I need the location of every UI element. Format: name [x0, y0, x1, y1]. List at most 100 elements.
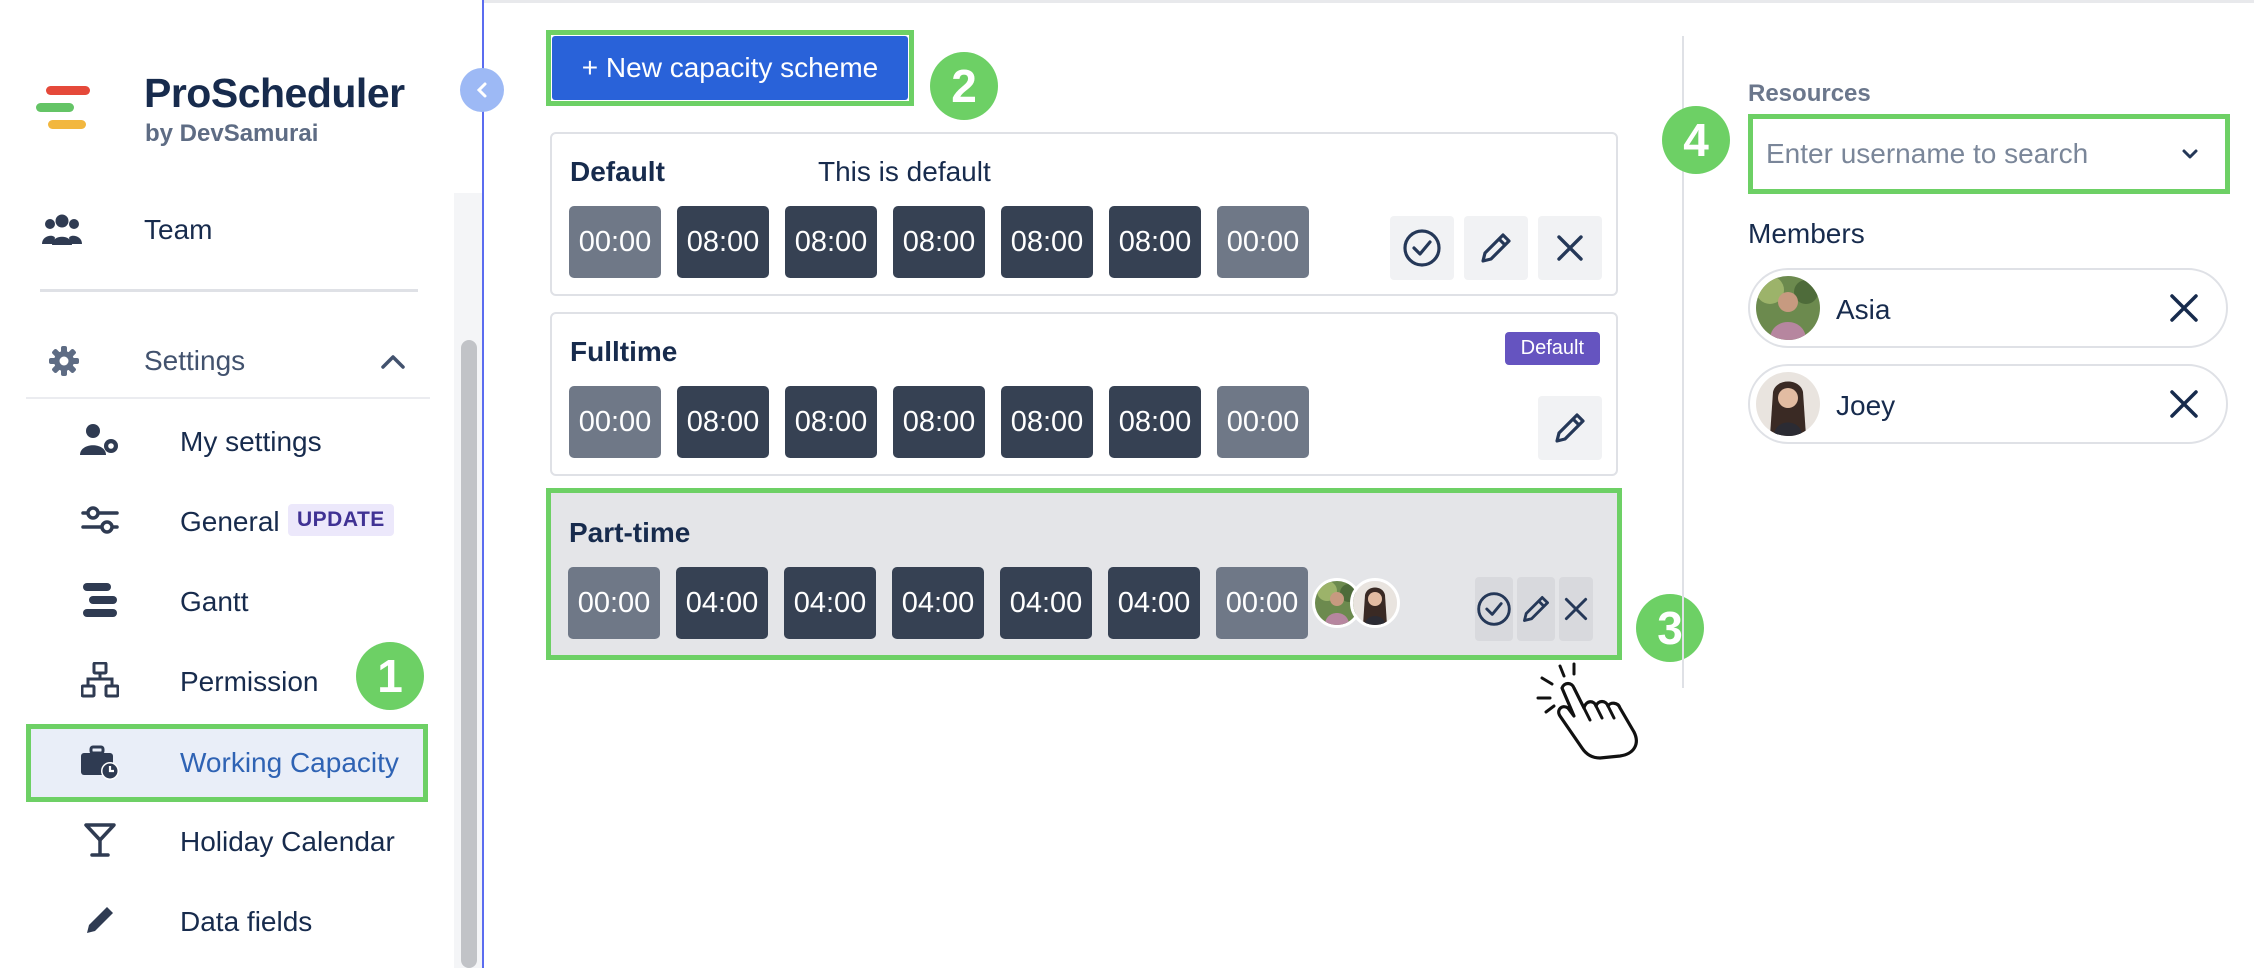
day-hours-tue[interactable]: 08:00: [785, 386, 877, 458]
chevron-left-icon: [476, 82, 487, 98]
sidebar-item-settings[interactable]: Settings: [26, 325, 430, 399]
default-badge: Default: [1504, 332, 1600, 365]
day-hours-fri[interactable]: 08:00: [1109, 386, 1201, 458]
check-circle-icon: [1477, 592, 1511, 626]
sidebar-item-label: Data fields: [180, 906, 313, 937]
sitemap-icon: [80, 660, 120, 700]
close-icon: [1557, 235, 1583, 261]
member-chip-joey: Joey: [1748, 364, 2228, 444]
sidebar-item-label: Working Capacity: [180, 747, 399, 778]
day-hours-sun[interactable]: 00:00: [569, 386, 661, 458]
members-label: Members: [1748, 218, 1865, 249]
avatar: [1756, 276, 1820, 340]
user-gear-icon: [80, 420, 120, 460]
set-default-button[interactable]: [1475, 577, 1513, 641]
remove-member-icon[interactable]: [2166, 386, 2202, 422]
gear-icon: [44, 341, 84, 381]
sidebar-item-data-fields[interactable]: Data fields: [26, 884, 430, 958]
panel-divider: [1682, 36, 1684, 688]
check-circle-icon: [1403, 229, 1441, 267]
brand-subtitle: by DevSamurai: [145, 120, 319, 147]
top-border: [0, 0, 2254, 3]
step-marker-1: 1: [356, 642, 424, 710]
step-marker-3: 3: [1636, 594, 1704, 662]
day-hours-thu[interactable]: 08:00: [1001, 206, 1093, 278]
sidebar-item-permission[interactable]: Permission: [26, 644, 430, 718]
remove-member-icon[interactable]: [2166, 290, 2202, 326]
scheme-card-fulltime[interactable]: Fulltime Default 00:00 08:00 08:00 08:00…: [550, 312, 1618, 476]
sidebar-item-team[interactable]: Team: [0, 196, 454, 266]
briefcase-clock-icon: [80, 743, 120, 783]
sidebar-item-my-settings[interactable]: My settings: [26, 404, 430, 478]
sidebar-item-label: Holiday Calendar: [180, 826, 395, 857]
day-hours-mon[interactable]: 08:00: [677, 206, 769, 278]
day-hours-tue[interactable]: 04:00: [784, 567, 876, 639]
step-marker-2: 2: [930, 52, 998, 120]
cocktail-icon: [80, 820, 120, 860]
sidebar-item-gantt[interactable]: Gantt: [26, 564, 430, 638]
resources-label: Resources: [1748, 80, 1871, 107]
sidebar-divider: [40, 289, 418, 292]
chevron-down-icon[interactable]: [2176, 140, 2204, 168]
sidebar-scrollbar-thumb[interactable]: [461, 340, 477, 968]
highlight-frame: [546, 30, 914, 106]
edit-scheme-button[interactable]: [1517, 577, 1555, 641]
sidebar-item-label: Team: [144, 214, 213, 245]
scheme-name: Part-time: [569, 517, 691, 548]
collapse-sidebar-button[interactable]: [460, 68, 504, 112]
day-hours-sun[interactable]: 00:00: [568, 567, 660, 639]
avatar: [1756, 372, 1820, 436]
scheme-description: This is default: [818, 156, 991, 187]
sidebar-item-working-capacity[interactable]: Working Capacity: [26, 724, 428, 802]
pencil-icon: [1555, 413, 1585, 443]
sidebar-item-general[interactable]: General: [26, 484, 430, 558]
sidebar-item-label: My settings: [180, 426, 322, 457]
sidebar-item-holiday-calendar[interactable]: Holiday Calendar: [26, 804, 430, 878]
close-icon: [1564, 597, 1588, 621]
username-search-input[interactable]: [1756, 122, 2196, 186]
edit-scheme-button[interactable]: [1538, 396, 1602, 460]
day-hours-fri[interactable]: 04:00: [1108, 567, 1200, 639]
day-hours-wed[interactable]: 08:00: [893, 386, 985, 458]
day-hours-sun[interactable]: 00:00: [569, 206, 661, 278]
sidebar-item-label: Settings: [144, 345, 246, 376]
member-name: Asia: [1836, 294, 1891, 325]
delete-scheme-button[interactable]: [1559, 577, 1593, 641]
delete-scheme-button[interactable]: [1538, 216, 1602, 280]
scheme-card-default[interactable]: Default This is default 00:00 08:00 08:0…: [550, 132, 1618, 296]
pencil-icon: [80, 900, 120, 940]
gantt-icon: [80, 580, 120, 620]
sidebar: ProScheduler by DevSamurai Team: [0, 0, 484, 968]
day-hours-mon[interactable]: 04:00: [676, 567, 768, 639]
users-icon: [42, 210, 82, 250]
step-marker-4: 4: [1662, 106, 1730, 174]
day-hours-fri[interactable]: 08:00: [1109, 206, 1201, 278]
day-hours-thu[interactable]: 08:00: [1001, 386, 1093, 458]
sidebar-item-label: General: [180, 506, 280, 537]
day-hours-wed[interactable]: 04:00: [892, 567, 984, 639]
brand-name: ProScheduler: [144, 70, 405, 116]
day-hours-mon[interactable]: 08:00: [677, 386, 769, 458]
update-badge: UPDATE: [288, 504, 394, 536]
day-hours-thu[interactable]: 04:00: [1000, 567, 1092, 639]
chevron-up-icon: [378, 347, 408, 377]
pencil-icon: [1481, 233, 1511, 263]
member-chip-asia: Asia: [1748, 268, 2228, 348]
pencil-icon: [1523, 596, 1549, 622]
proscheduler-logo-icon: [36, 86, 92, 130]
day-hours-sat[interactable]: 00:00: [1217, 386, 1309, 458]
scheme-name: Default: [570, 156, 665, 187]
day-hours-sat[interactable]: 00:00: [1217, 206, 1309, 278]
day-hours-sat[interactable]: 00:00: [1216, 567, 1308, 639]
member-name: Joey: [1836, 390, 1896, 421]
sliders-icon: [80, 500, 120, 540]
scheme-card-part-time[interactable]: Part-time 00:00 04:00 04:00 04:00 04:00 …: [546, 488, 1622, 660]
day-hours-wed[interactable]: 08:00: [893, 206, 985, 278]
hand-pointer-cursor-icon: [1536, 662, 1638, 760]
day-hours-tue[interactable]: 08:00: [785, 206, 877, 278]
edit-scheme-button[interactable]: [1464, 216, 1528, 280]
set-default-button[interactable]: [1390, 216, 1454, 280]
new-capacity-scheme-button[interactable]: + New capacity scheme: [552, 36, 908, 100]
sidebar-item-label: Permission: [180, 666, 319, 697]
avatar: [1350, 578, 1400, 628]
